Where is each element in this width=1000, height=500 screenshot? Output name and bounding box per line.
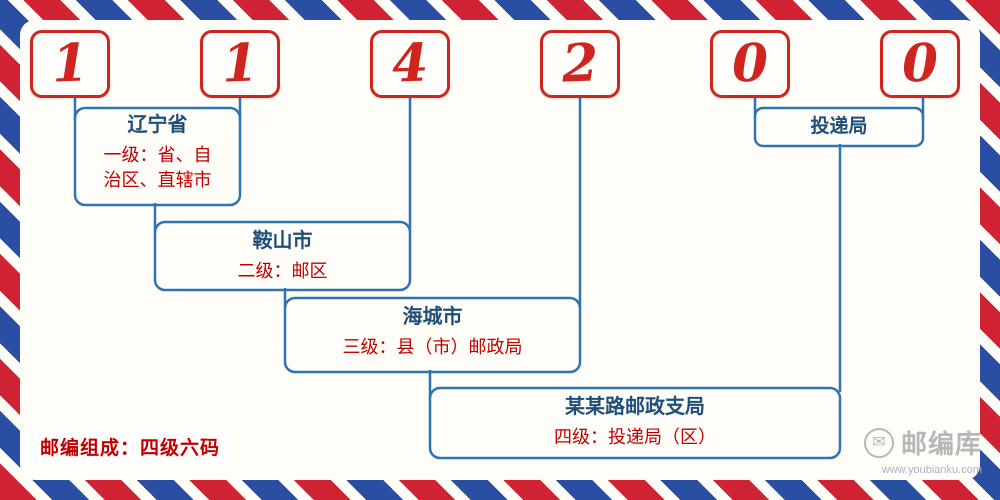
level-3-desc: 三级：县（市）邮政局 [342, 337, 523, 357]
digit-box-5: 0 [710, 30, 790, 98]
level-2-label: 鞍山市 二级：邮区 [155, 229, 410, 284]
digit-box-3: 4 [370, 30, 450, 98]
digit: 0 [900, 32, 940, 95]
brand-name: 邮编库 [900, 429, 982, 459]
level-1-label: 辽宁省 一级：省、自治区、直辖市 [75, 113, 240, 193]
envelope-icon: ✉ [863, 427, 894, 458]
digit: 4 [390, 32, 430, 95]
brand: ✉ 邮编库 www.youbianku.com [863, 424, 982, 476]
level-1-name: 辽宁省 [127, 114, 188, 136]
level-3-label: 海城市 三级：县（市）邮政局 [285, 305, 580, 360]
digit: 2 [560, 32, 600, 95]
envelope-glyph: ✉ [872, 433, 886, 451]
level-4-name: 某某路邮政支局 [565, 396, 705, 418]
digit-box-2: 1 [200, 30, 280, 98]
digit-box-6: 0 [880, 30, 960, 98]
digit: 0 [730, 32, 770, 95]
digit: 1 [50, 32, 90, 95]
brand-url: www.youbianku.com [881, 464, 982, 476]
level-2-name: 鞍山市 [252, 230, 313, 252]
level-1-desc: 一级：省、自治区、直辖市 [103, 145, 212, 190]
digit-box-1: 1 [30, 30, 110, 98]
level-3-name: 海城市 [402, 306, 463, 328]
level-4-desc: 四级：投递局（区） [554, 427, 716, 447]
composition-note: 邮编组成：四级六码 [30, 427, 231, 466]
delivery-office-label: 投递局 [810, 116, 868, 137]
digit-box-4: 2 [540, 30, 620, 98]
level-2-desc: 二级：邮区 [237, 261, 328, 281]
digit: 1 [220, 32, 260, 95]
level-4-label: 某某路邮政支局 四级：投递局（区） [430, 395, 840, 450]
